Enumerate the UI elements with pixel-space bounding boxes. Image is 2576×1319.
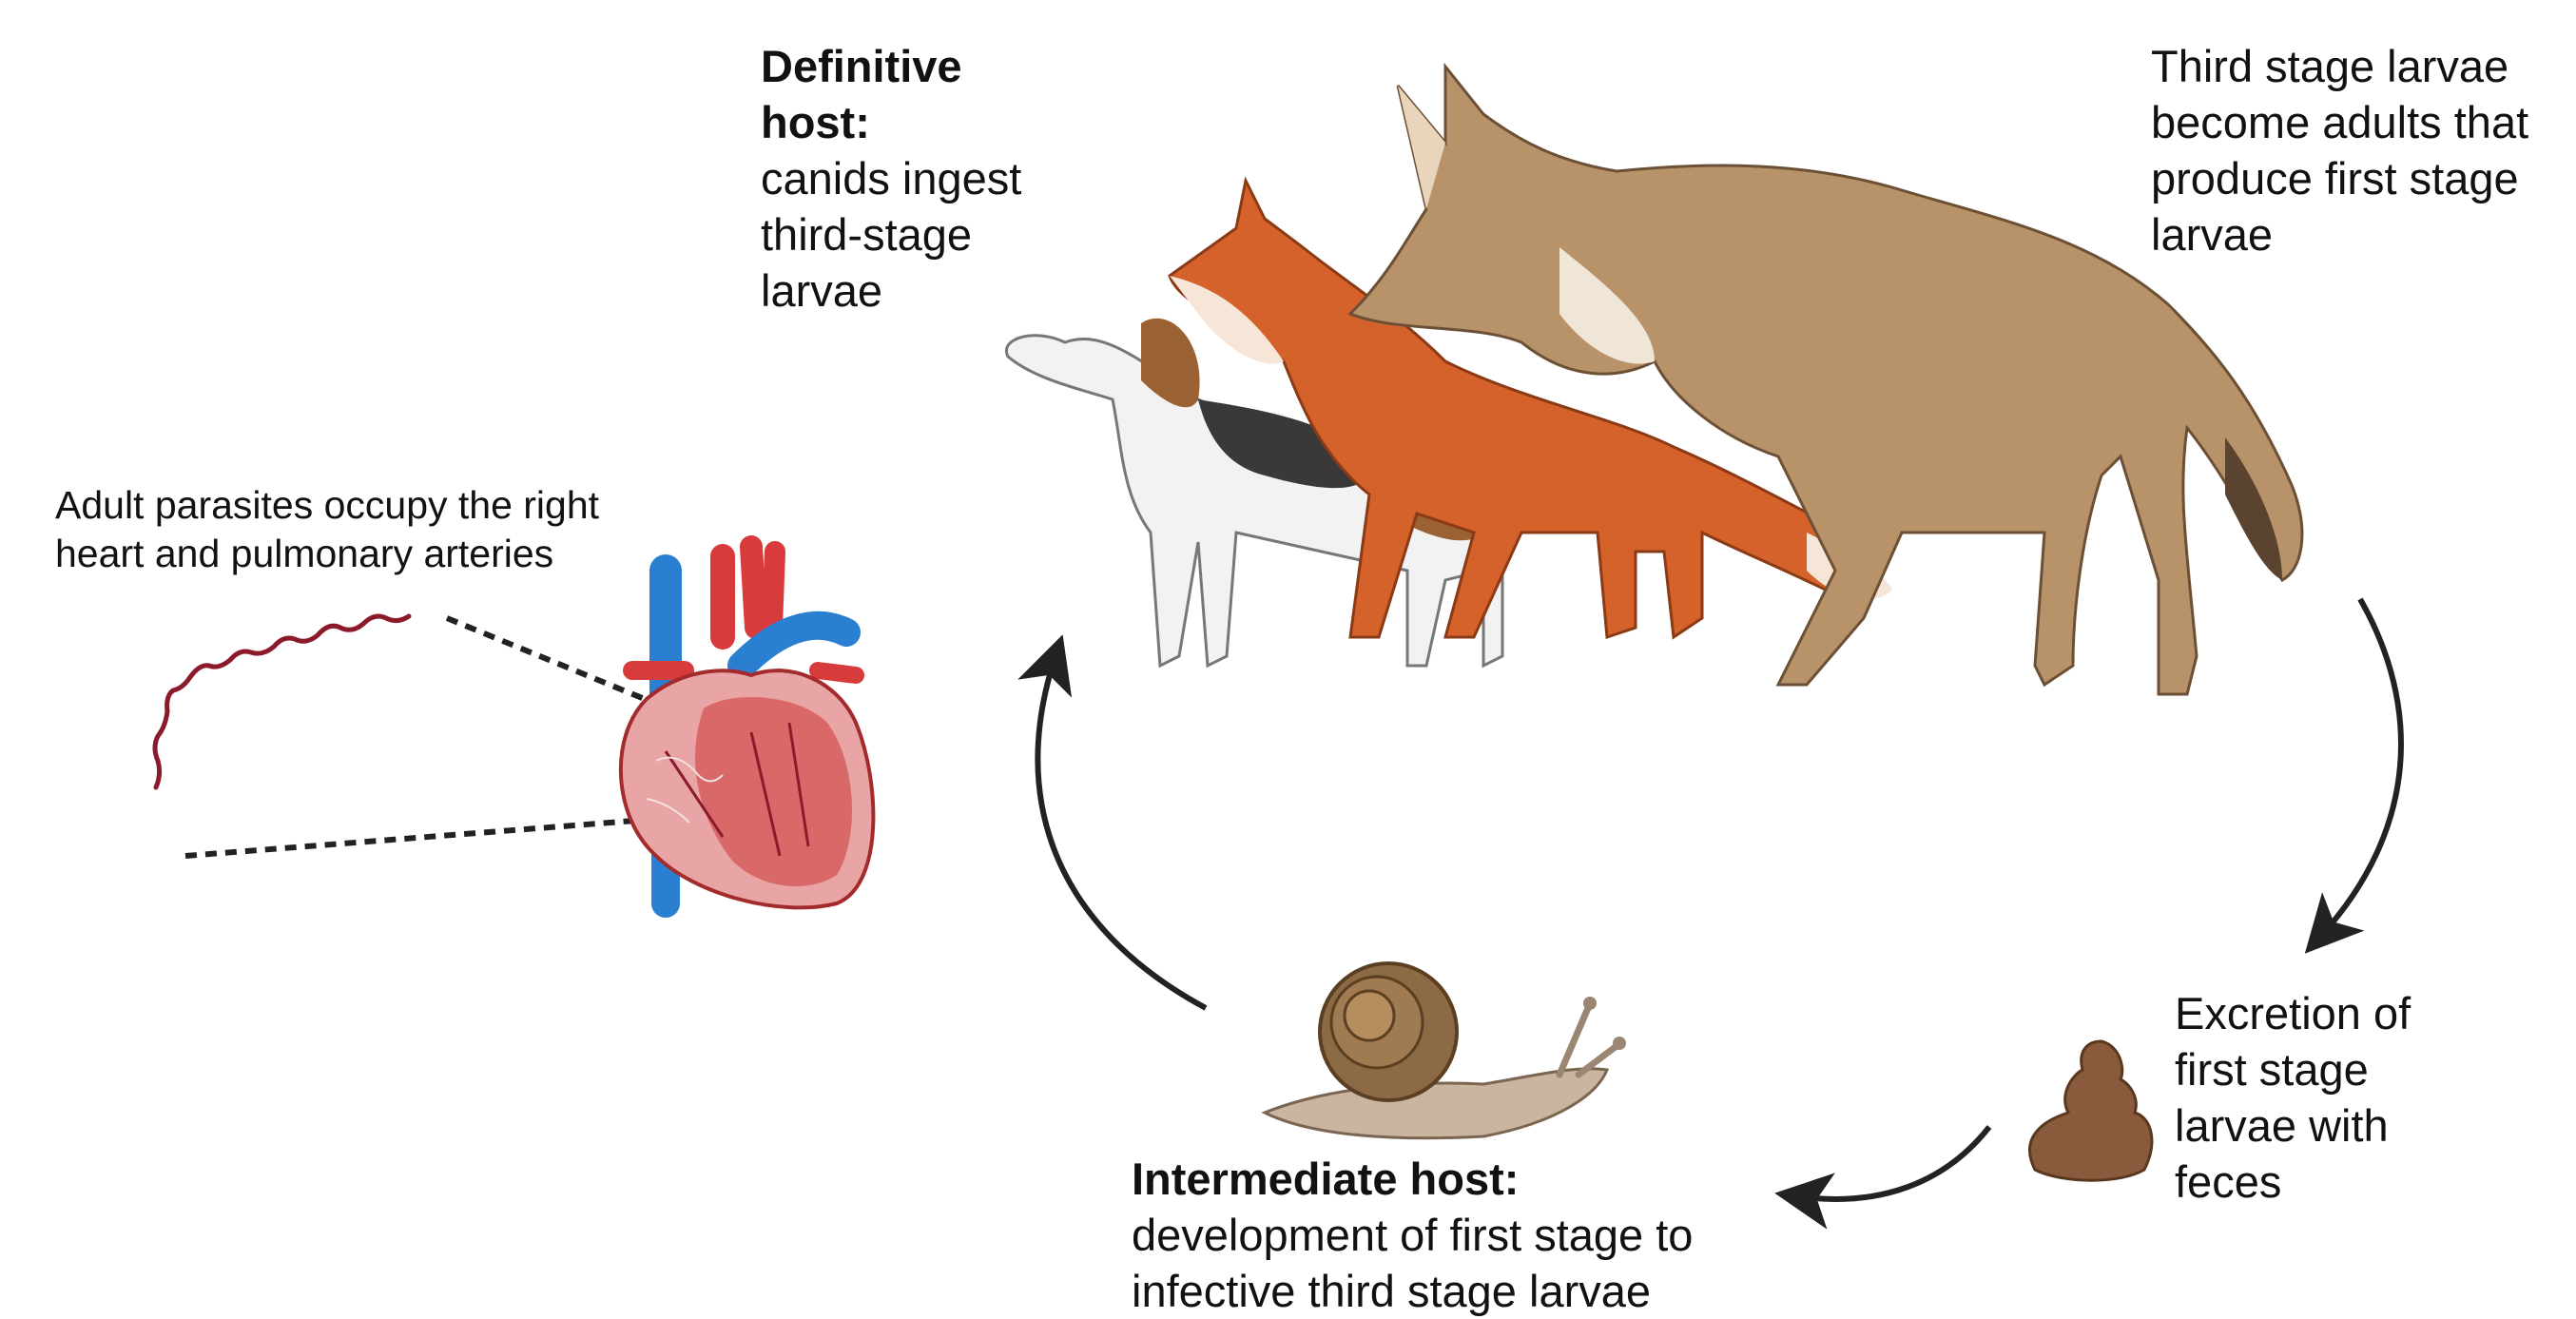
adults-label: Third stage larvae become adults that pr… (2151, 38, 2528, 262)
definitive-host-title-line-2: host: (761, 94, 1021, 150)
connector-line-bottom (185, 820, 647, 856)
arrow-animals-to-feces (2320, 599, 2401, 937)
definitive-host-label: Definitive host: canids ingest third-sta… (761, 38, 1021, 319)
heart-icon (621, 547, 874, 907)
definitive-host-title-line-1: Definitive (761, 38, 1021, 94)
heart-caption-line-1: Adult parasites occupy the right (55, 481, 599, 530)
adults-text-line-1: Third stage larvae (2151, 38, 2528, 94)
intermediate-host-text-line-1: development of first stage to (1132, 1207, 1693, 1263)
arrow-snail-to-animals (1037, 656, 1206, 1008)
excretion-text-line-4: feces (2175, 1154, 2411, 1210)
intermediate-host-text-line-2: infective third stage larvae (1132, 1263, 1693, 1319)
definitive-host-text-line-1: canids ingest (761, 150, 1021, 206)
excretion-label: Excretion of first stage larvae with fec… (2175, 985, 2411, 1210)
excretion-text-line-2: first stage (2175, 1041, 2411, 1097)
adults-text-line-4: larvae (2151, 206, 2528, 262)
heart-caption-line-2: heart and pulmonary arteries (55, 530, 599, 578)
connector-line-top (447, 618, 656, 704)
excretion-text-line-1: Excretion of (2175, 985, 2411, 1041)
intermediate-host-title: Intermediate host: (1132, 1151, 1693, 1207)
adults-text-line-2: become adults that (2151, 94, 2528, 150)
lungworm-larva-icon (155, 616, 409, 787)
definitive-host-text-line-2: third-stage (761, 206, 1021, 262)
definitive-host-text-line-3: larvae (761, 262, 1021, 319)
feces-icon (2030, 1041, 2152, 1180)
arrow-feces-to-snail (1797, 1127, 1989, 1199)
snail-icon (1265, 963, 1626, 1138)
heart-caption: Adult parasites occupy the right heart a… (55, 481, 599, 578)
intermediate-host-label: Intermediate host: development of first … (1132, 1151, 1693, 1319)
excretion-text-line-3: larvae with (2175, 1097, 2411, 1154)
adults-text-line-3: produce first stage (2151, 150, 2528, 206)
